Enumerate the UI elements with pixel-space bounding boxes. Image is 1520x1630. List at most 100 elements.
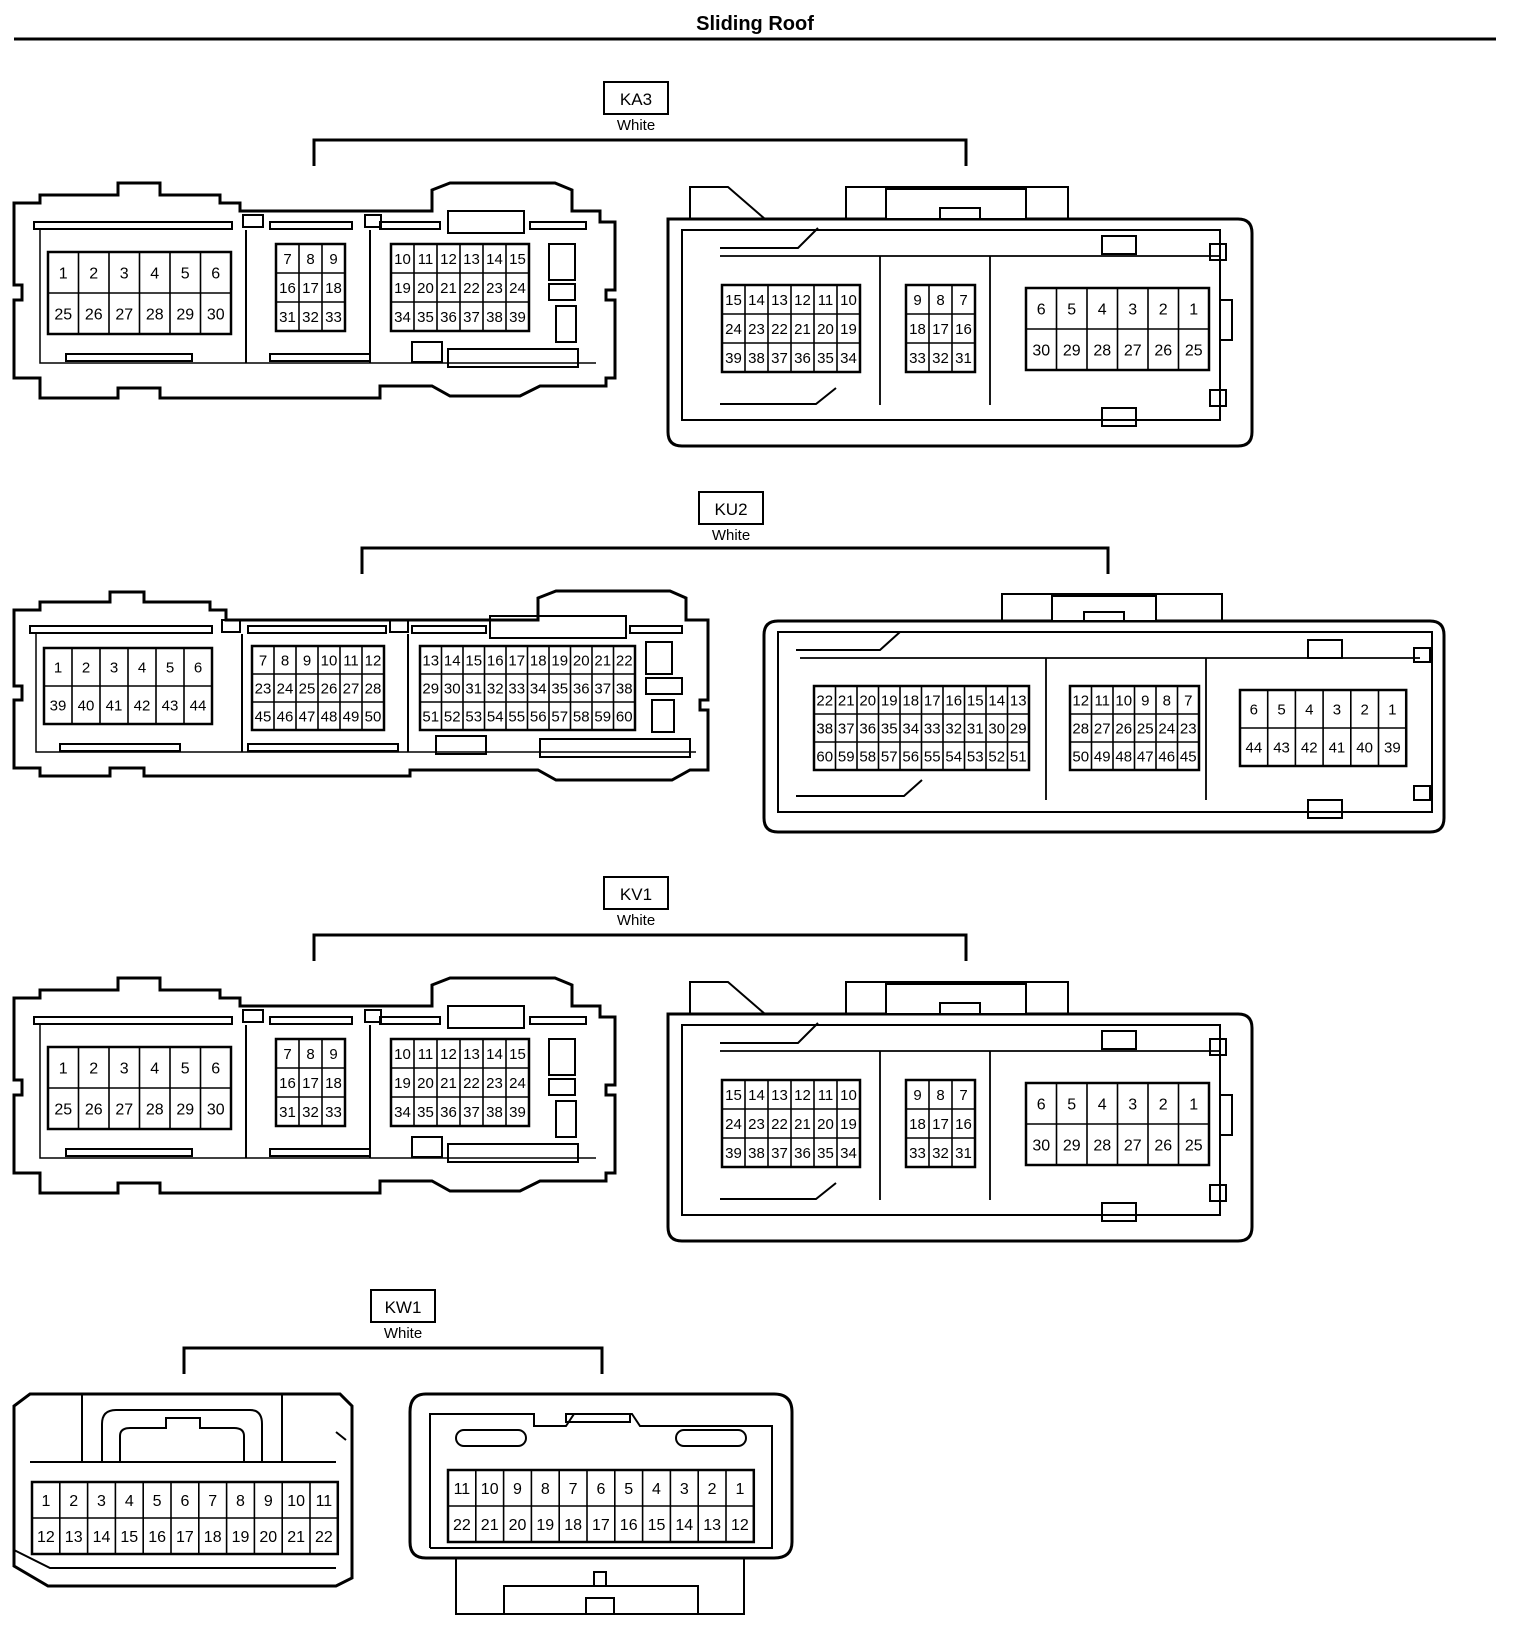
- key-slot: [651, 699, 675, 733]
- pin-number: 13: [771, 292, 788, 309]
- pin-number: 36: [859, 720, 876, 737]
- pin-number: 2: [1360, 701, 1368, 718]
- pin-number: 45: [1180, 748, 1197, 765]
- pin-number: 21: [838, 692, 855, 709]
- pin-number: 27: [343, 680, 360, 697]
- pin-number: 37: [463, 1104, 480, 1121]
- pin-number: 43: [1273, 739, 1290, 756]
- pin-number: 1: [59, 1060, 68, 1077]
- pin-number: 6: [1037, 1096, 1046, 1113]
- pin-number: 13: [65, 1529, 83, 1546]
- pin-number: 9: [913, 1087, 921, 1104]
- pin-number: 41: [1329, 739, 1346, 756]
- pin-number: 19: [840, 1116, 857, 1133]
- pin-number: 49: [1094, 748, 1111, 765]
- block-divider: [245, 230, 371, 363]
- pin-number: 14: [675, 1517, 693, 1534]
- pin-number: 21: [594, 652, 611, 669]
- pin-number: 59: [838, 748, 855, 765]
- pin-grid-frame: [274, 242, 347, 333]
- pin-number: 5: [1067, 301, 1076, 318]
- pin-number: 30: [444, 680, 461, 697]
- pin-number: 23: [1180, 720, 1197, 737]
- pin-number: 9: [329, 1046, 337, 1063]
- housing-bottom-edge: [13, 1549, 336, 1569]
- pin-number: 20: [573, 652, 590, 669]
- connector-id-box: [603, 81, 669, 115]
- pin-number: 15: [967, 692, 984, 709]
- pin-number: 3: [110, 659, 118, 676]
- connector-housing: [666, 217, 1254, 448]
- pin-number: 52: [988, 748, 1005, 765]
- pin-number: 15: [648, 1517, 666, 1534]
- connector-id: KA3: [620, 90, 652, 109]
- pin-number: 10: [481, 1481, 499, 1498]
- latch-rail: [33, 1016, 233, 1025]
- pin-number: 17: [924, 692, 941, 709]
- pin-number: 26: [321, 680, 338, 697]
- lock-tab: [1083, 611, 1125, 622]
- pin-number: 34: [394, 1104, 411, 1121]
- pin-number: 34: [840, 350, 857, 367]
- key-slot: [675, 1429, 747, 1447]
- key-slot: [548, 1078, 576, 1096]
- pin-number: 16: [955, 1116, 972, 1133]
- lock-tab: [1101, 1202, 1137, 1222]
- lock-tab: [1101, 407, 1137, 427]
- pin-number: 28: [146, 1101, 164, 1118]
- pin-number: 10: [321, 652, 338, 669]
- inner-frame: [681, 1024, 1221, 1216]
- pin-number: 30: [988, 720, 1005, 737]
- pin-number: 4: [150, 1060, 159, 1077]
- pin-number: 9: [513, 1481, 522, 1498]
- pin-number: 13: [1010, 692, 1027, 709]
- pin-number: 24: [1158, 720, 1175, 737]
- connector-id: KW1: [385, 1298, 422, 1317]
- connector-housing: [12, 976, 617, 1195]
- pin-number: 5: [181, 1060, 190, 1077]
- pin-number: 2: [89, 1060, 98, 1077]
- pin-number: 48: [1115, 748, 1132, 765]
- connector-color: White: [384, 1325, 422, 1342]
- latch-rail: [269, 221, 353, 230]
- pin-number: 6: [596, 1481, 605, 1498]
- pin-number: 5: [153, 1493, 162, 1510]
- pin-number: 22: [771, 1116, 788, 1133]
- key-slot: [548, 243, 576, 281]
- pin-number: 8: [936, 1087, 944, 1104]
- pin-number: 36: [440, 1104, 457, 1121]
- pin-number: 6: [211, 265, 220, 282]
- pin-number: 28: [1072, 720, 1089, 737]
- connector-bracket: [360, 546, 1110, 574]
- pin-number: 4: [138, 659, 146, 676]
- pin-number: 34: [530, 680, 547, 697]
- pin-number: 17: [592, 1517, 610, 1534]
- pin-number: 7: [569, 1481, 578, 1498]
- lock-tab: [1101, 1030, 1137, 1050]
- pin-number: 20: [859, 692, 876, 709]
- pin-number: 34: [902, 720, 919, 737]
- block-divider: [35, 634, 696, 753]
- pin-number: 4: [125, 1493, 134, 1510]
- pin-number: 27: [115, 1101, 133, 1118]
- pin-number: 27: [115, 306, 133, 323]
- pin-number: 11: [818, 292, 834, 309]
- key-slot: [455, 1429, 527, 1447]
- pin-number: 50: [1072, 748, 1089, 765]
- pin-number: 54: [945, 748, 962, 765]
- pin-number: 38: [748, 1145, 765, 1162]
- pin-number: 22: [463, 1075, 480, 1092]
- pin-number: 25: [54, 1101, 72, 1118]
- latch-rail: [59, 743, 181, 752]
- connector-id-box: [370, 1289, 436, 1323]
- latch-rail: [447, 1143, 579, 1163]
- pin-number: 37: [594, 680, 611, 697]
